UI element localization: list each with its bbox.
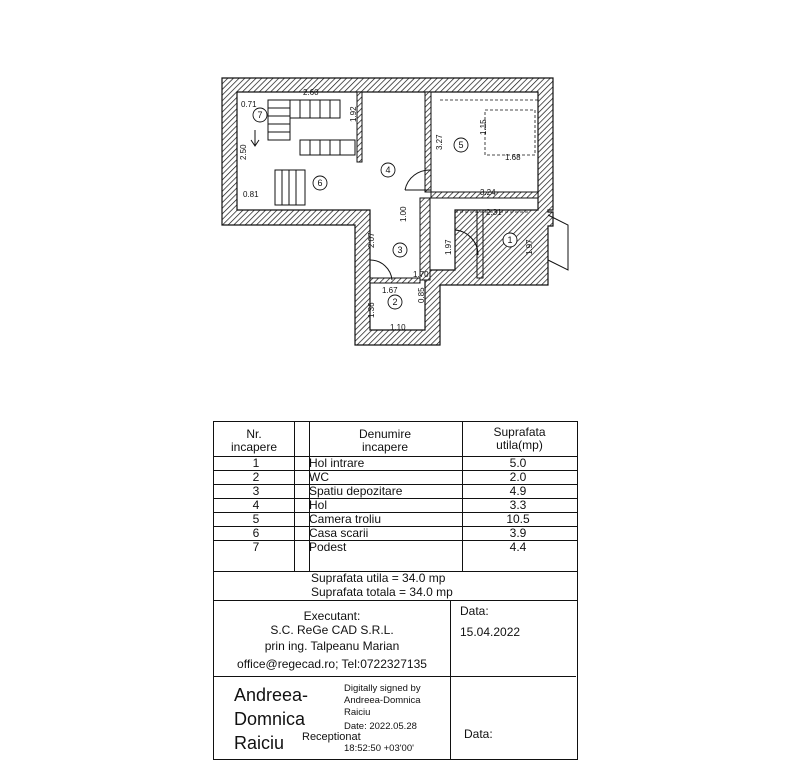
room-number: 2 <box>392 297 397 307</box>
room-number: 7 <box>257 110 262 120</box>
dim-label: 2.50 <box>239 144 248 160</box>
interior-wall <box>430 191 539 199</box>
interior-wall <box>476 209 484 279</box>
interior-wall <box>424 91 432 193</box>
signer-name: Domnica <box>234 709 306 729</box>
signer-name: Raiciu <box>234 733 285 753</box>
receptionat-label: Receptionat <box>302 731 361 743</box>
room-table: Nr. incapere Denumire incapere Suprafata… <box>213 421 578 572</box>
reception-date-label: Data: <box>464 727 493 741</box>
executant-label: Executant: <box>303 609 361 623</box>
dim-label: 1.00 <box>399 206 408 222</box>
room-marker <box>392 242 408 258</box>
room-number: 1 <box>507 235 512 245</box>
header-area: Suprafata utila(mp) <box>493 425 546 452</box>
executant-contact: office@regecad.ro; Tel:0722327135 <box>237 657 427 671</box>
digital-signature: Andreea-Domnica <box>344 695 421 706</box>
room-number: 5 <box>458 140 463 150</box>
executant-company: S.C. ReGe CAD S.R.L. <box>270 623 394 637</box>
dim-label: 1.92 <box>349 106 358 122</box>
doors <box>369 169 569 282</box>
room-number: 4 <box>385 165 390 175</box>
info-block: Executant: S.C. ReGe CAD S.R.L. prin ing… <box>213 600 578 760</box>
room-marker <box>312 175 328 191</box>
signer-name: Andreea- <box>234 685 309 705</box>
dim-label: 1.97 <box>525 239 534 255</box>
room-number: 3 <box>397 245 402 255</box>
digital-signature: 18:52:50 +03'00' <box>344 743 414 754</box>
dim-label: 1.68 <box>505 153 521 162</box>
dim-label: 1.97 <box>444 239 453 255</box>
dim-label: 0.85 <box>417 287 426 303</box>
floor-plan: 2.60 0.71 2.50 0.81 1.92 3.27 1.15 1.68 … <box>221 77 569 346</box>
dim-label: 2.07 <box>367 232 376 248</box>
dim-label: 2.60 <box>303 88 319 97</box>
interior-wall <box>356 91 363 163</box>
room-marker <box>502 232 518 248</box>
executant-engineer: prin ing. Talpeanu Marian <box>264 639 400 653</box>
room-marker <box>453 137 469 153</box>
interior-wall <box>419 197 431 281</box>
room-marker <box>252 107 268 123</box>
total-overall: Suprafata totala = 34.0 mp <box>311 585 453 599</box>
dim-label: 3.24 <box>480 188 496 197</box>
digital-signature: Date: 2022.05.28 <box>344 721 417 732</box>
room-marker <box>387 294 403 310</box>
digital-signature: Raiciu <box>344 707 371 718</box>
dim-label: 1.10 <box>390 323 406 332</box>
dim-label: 1.15 <box>479 119 488 135</box>
dim-label: 0.81 <box>243 190 259 199</box>
dim-label: 1.67 <box>382 286 398 295</box>
dim-label: 2.31 <box>486 208 502 217</box>
date-label: Data: <box>460 604 489 618</box>
dim-label: 1.36 <box>367 302 376 318</box>
dim-label: 1.70 <box>413 270 429 279</box>
dim-label: 3.27 <box>435 134 444 150</box>
date-value: 15.04.2022 <box>460 625 521 639</box>
totals-box: Suprafata utila = 34.0 mp Suprafata tota… <box>213 571 578 601</box>
total-useful: Suprafata utila = 34.0 mp <box>311 571 446 585</box>
digital-signature: Digitally signed by <box>344 683 421 694</box>
room-marker <box>380 162 396 178</box>
dim-label: 0.71 <box>241 100 257 109</box>
header-name: Denumire incapere <box>358 427 412 454</box>
stairs <box>250 99 356 206</box>
header-nr: Nr. incapere <box>230 427 278 454</box>
room-number: 6 <box>317 178 322 188</box>
outer-walls <box>221 77 554 346</box>
